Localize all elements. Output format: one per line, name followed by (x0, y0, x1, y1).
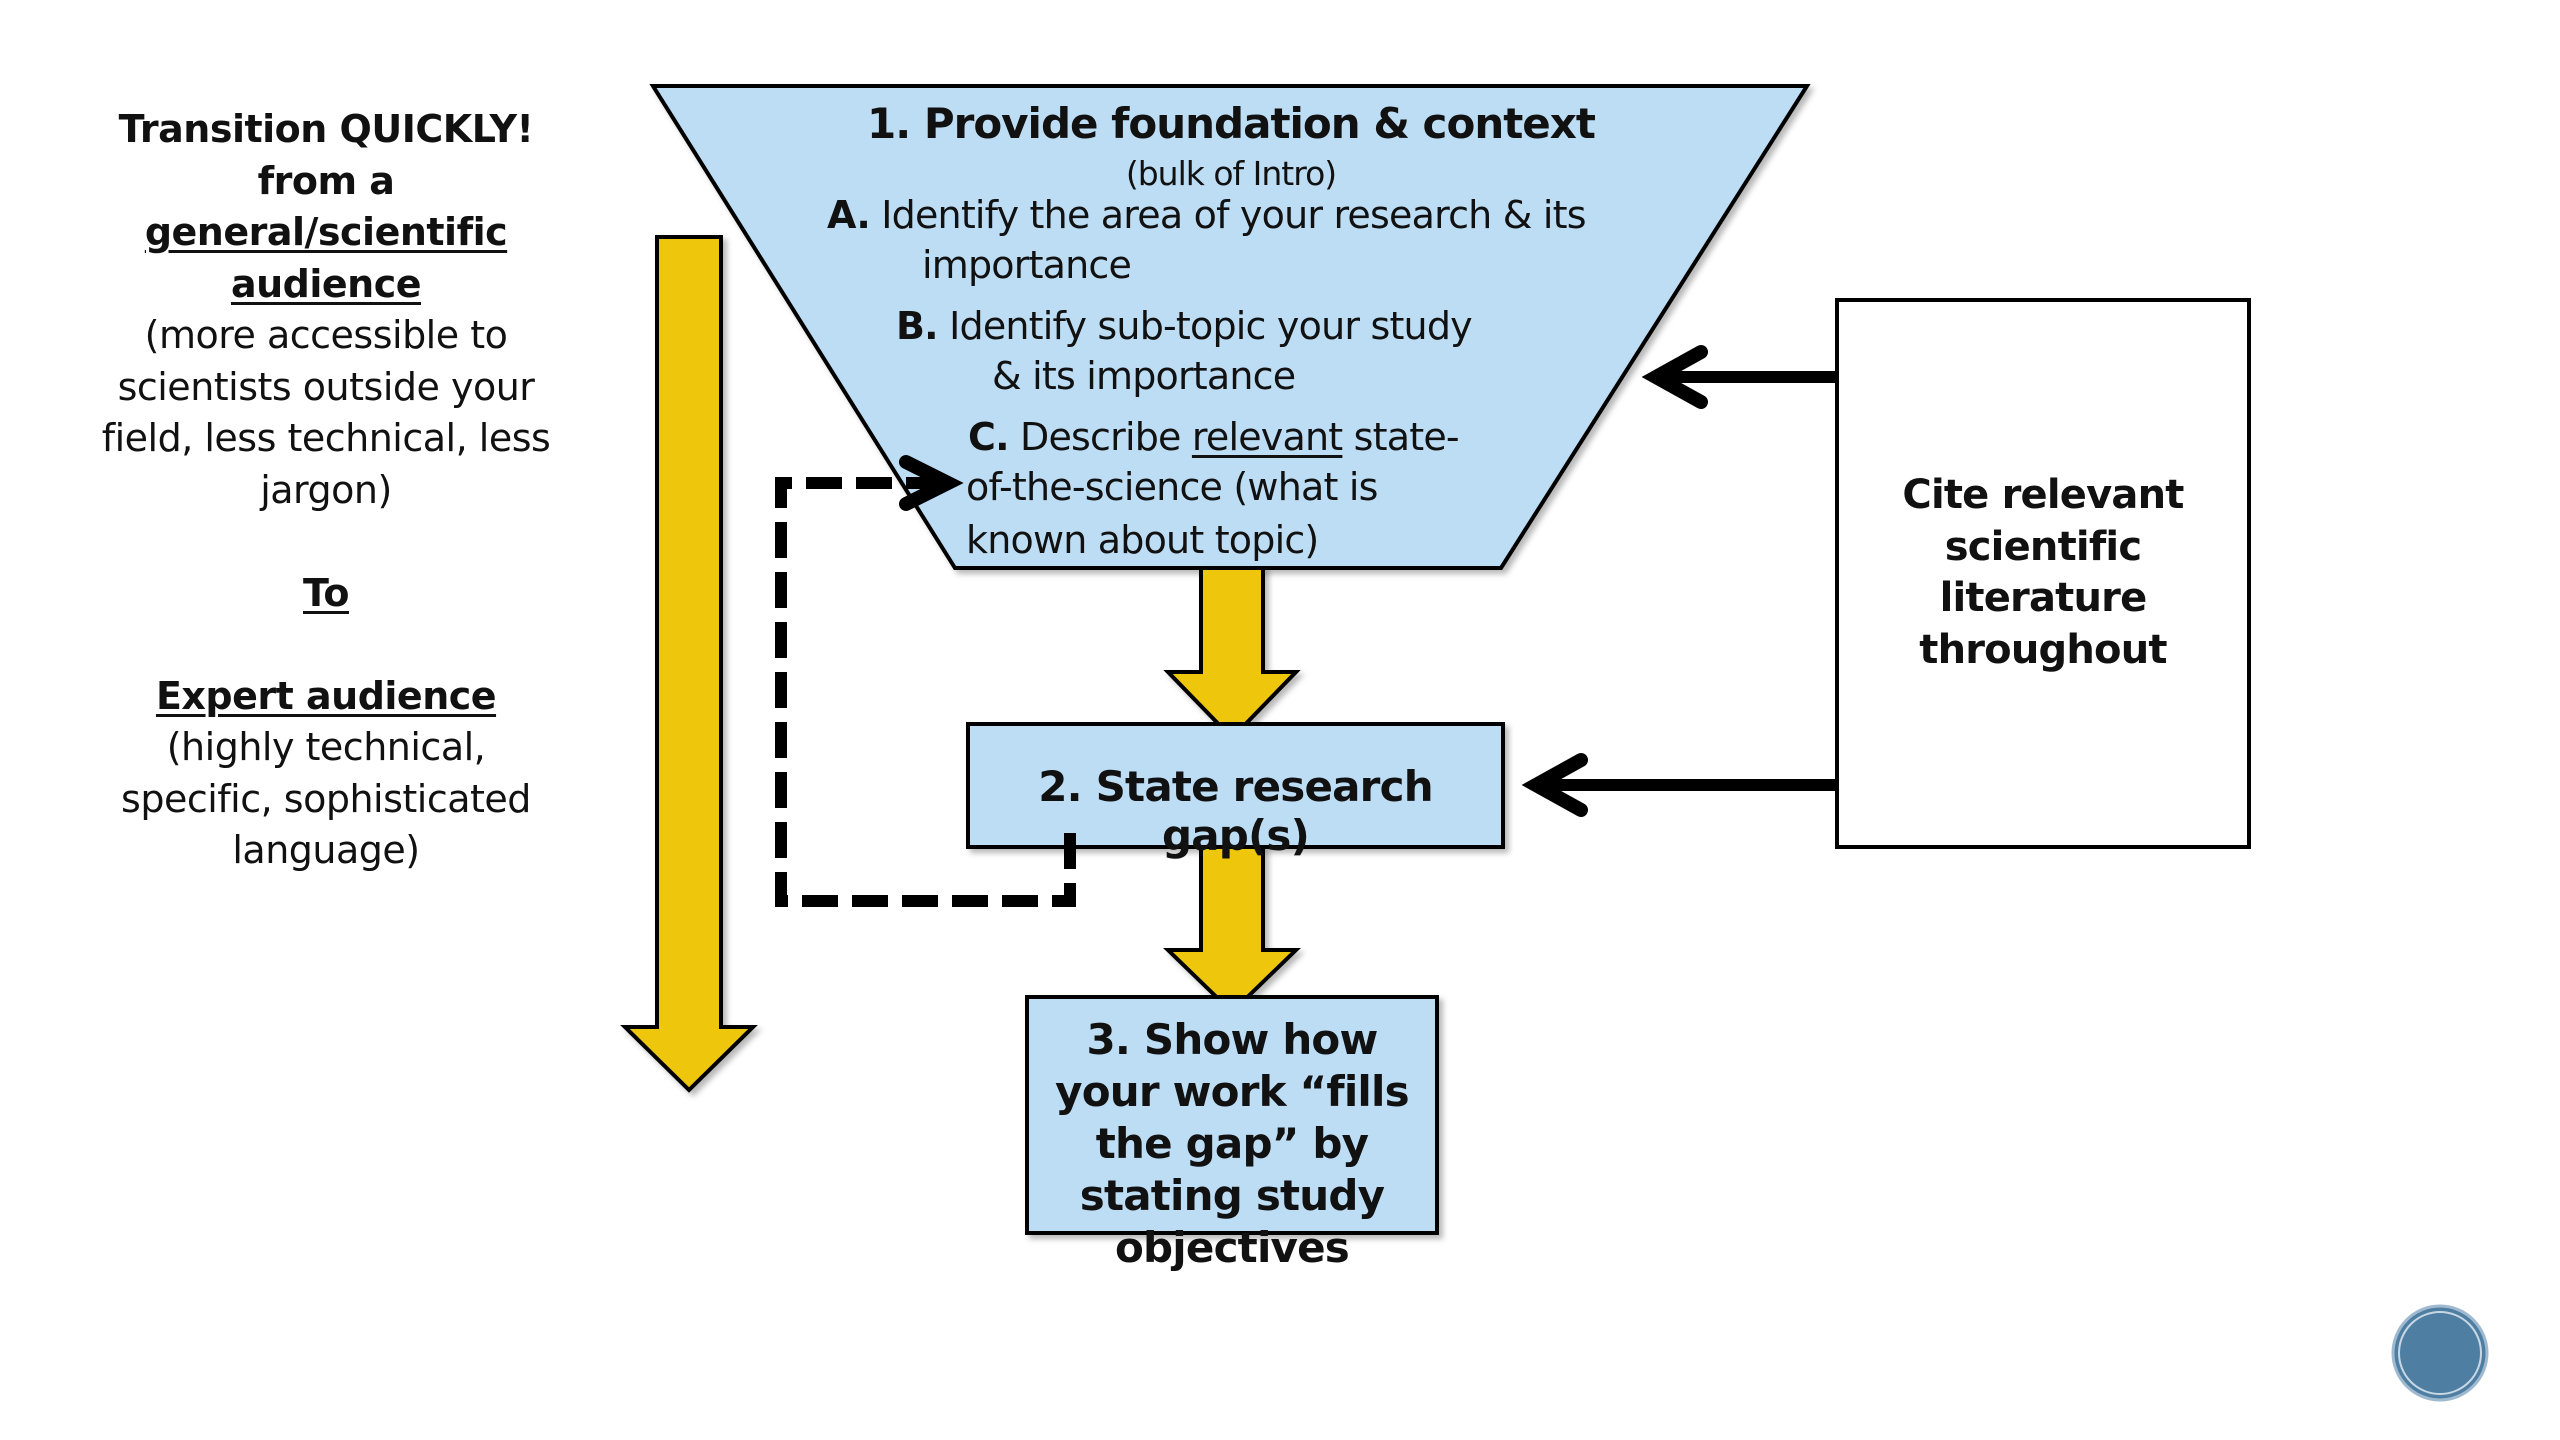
audience-transition-arrow (620, 235, 758, 1093)
item-a-line1: A. Identify the area of your research & … (827, 193, 1587, 237)
cite-line: scientific (1944, 523, 2142, 570)
cite-literature-label: Cite relevant scientific literature thro… (1837, 470, 2249, 676)
funnel-subtitle: (bulk of Intro) (1125, 154, 1337, 193)
audience-transition-text: Transition QUICKLY! from a general/scien… (56, 104, 596, 877)
expert-note-line: language) (232, 828, 420, 872)
item-c-line2: of-the-science (what is (966, 465, 1378, 509)
step2-label: 2. State research gap(s) (1038, 762, 1433, 860)
item-a-label: A. (827, 193, 871, 237)
general-note-line: (more accessible to (144, 313, 508, 357)
arrow-step2-to-step3 (1163, 845, 1301, 1015)
item-b-line1: B. Identify sub-topic your study (896, 304, 1473, 348)
general-note-line: scientists outside your (117, 364, 535, 409)
step2-box (966, 722, 1505, 849)
general-note-line: jargon) (260, 467, 392, 512)
step3-line: 3. Show how (1086, 1015, 1379, 1064)
to-label: To (303, 570, 349, 615)
transition-heading: Transition QUICKLY! (118, 107, 534, 151)
cite-literature-box (1835, 298, 2251, 849)
arrow-step1-to-step2 (1163, 566, 1301, 741)
arrow-cite-to-step2 (1521, 753, 1837, 817)
cite-line: literature (1939, 575, 2148, 621)
item-a-line2: importance (922, 243, 1132, 287)
arrow-cite-to-funnel (1641, 345, 1837, 409)
step3-line: your work “fills (1055, 1067, 1409, 1116)
cite-line: throughout (1919, 626, 2167, 673)
funnel-step1-shape (649, 84, 1811, 570)
expert-audience-label: Expert audience (155, 673, 497, 718)
step3-line: the gap” by (1095, 1119, 1369, 1168)
step3-line: stating study (1079, 1171, 1385, 1220)
slide-nav-circle-icon[interactable] (2391, 1304, 2489, 1402)
step3-box (1025, 995, 1439, 1235)
transition-from: from a (257, 158, 395, 203)
general-audience-label-1: general/scientific (144, 210, 508, 254)
relevant-emphasis: relevant (1191, 415, 1343, 459)
cite-line: Cite relevant (1902, 472, 2184, 518)
item-c-label: C. (968, 415, 1010, 459)
expert-note-line: specific, sophisticated (121, 776, 531, 821)
item-c-line1: C. Describe relevant state- (968, 415, 1460, 459)
funnel-title: 1. Provide foundation & context (867, 99, 1596, 148)
step3-line: objectives (1114, 1223, 1350, 1272)
item-b-label: B. (896, 304, 939, 348)
item-c-line3: known about topic) (966, 518, 1319, 562)
expert-note-line: (highly technical, (166, 725, 486, 769)
item-b-line2: & its importance (992, 354, 1296, 398)
general-audience-label-2: audience (230, 261, 422, 306)
general-note-line: field, less technical, less (101, 416, 551, 460)
step3-label: 3. Show how your work “fills the gap” by… (1017, 1014, 1447, 1274)
dashed-feedback-arrow (775, 455, 1076, 907)
